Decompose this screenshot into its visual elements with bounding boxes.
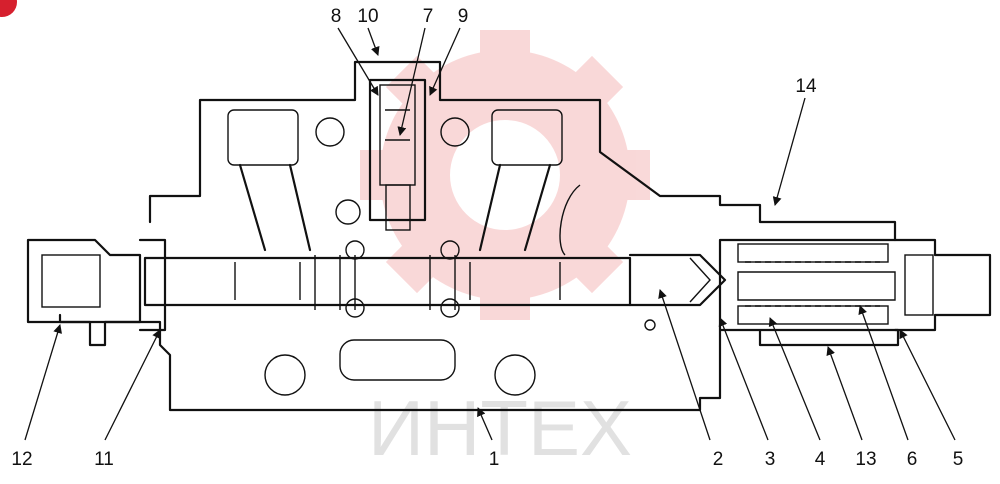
callout-leaders [24, 27, 956, 441]
callout-2: 2 [713, 449, 724, 470]
callout-10: 10 [357, 6, 378, 27]
callout-1: 1 [489, 449, 500, 470]
callout-12: 12 [11, 449, 32, 470]
callout-3: 3 [765, 449, 776, 470]
callout-13: 13 [855, 449, 876, 470]
spring-cap [893, 238, 992, 332]
callout-11: 11 [94, 449, 114, 470]
watermark-text: ИНТЕХ [368, 384, 632, 472]
callout-5: 5 [953, 449, 964, 470]
callout-14: 14 [795, 76, 817, 97]
watermark-gear-icon [360, 30, 650, 320]
end-cap-left [26, 238, 142, 324]
spring [737, 243, 889, 263]
check-valve [368, 78, 427, 222]
callout-4: 4 [815, 449, 826, 470]
corner-badge [0, 0, 17, 17]
callout-9: 9 [458, 6, 469, 27]
callout-6: 6 [907, 449, 918, 470]
callout-7: 7 [423, 6, 434, 27]
callout-8: 8 [331, 6, 342, 27]
